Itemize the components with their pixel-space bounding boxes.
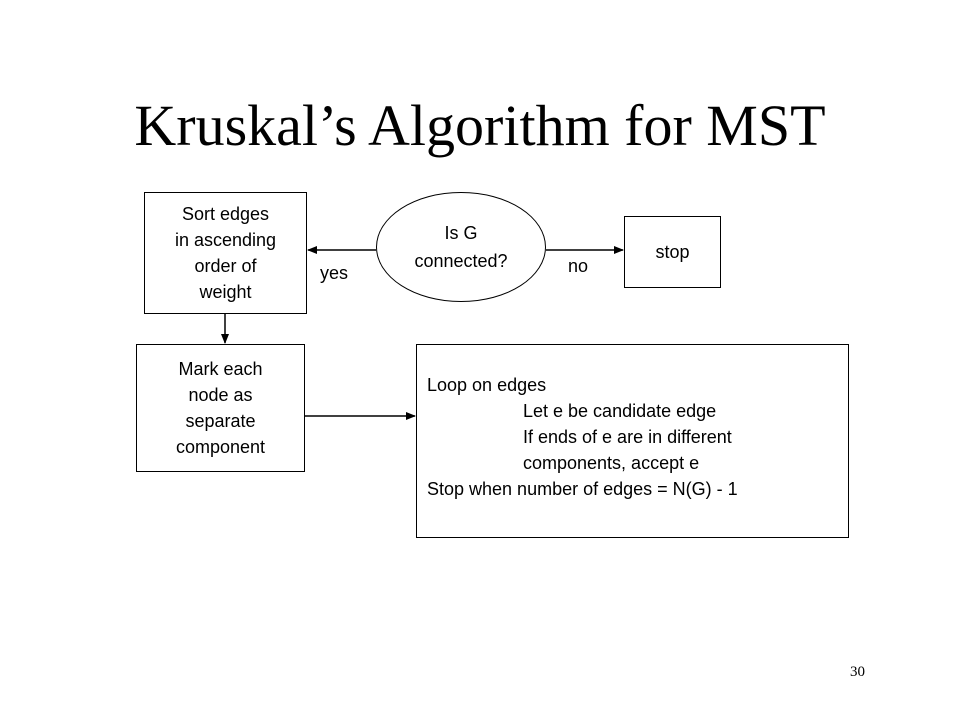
mark-components-line: node as [188,385,253,405]
sort-edges-line: weight [199,282,252,302]
decision-line: connected? [414,251,508,271]
stop-box: stop [624,216,721,288]
loop-line: If ends of e are in different [523,427,732,447]
mark-components-line: component [175,437,266,457]
mark-components-line: separate [185,411,256,431]
mark-components-line: Mark each [178,359,263,379]
edge-loop-box: Loop on edges Let e be candidate edge If… [416,344,849,538]
decision-line: Is G [444,223,478,243]
no-edge-label: no [568,256,589,276]
loop-line: Loop on edges [427,375,547,395]
sort-edges-line: order of [194,256,257,276]
page-number: 30 [850,664,865,680]
loop-line: components, accept e [523,453,700,473]
sort-edges-line: in ascending [174,230,277,250]
slide-title: Kruskal’s Algorithm for MST [134,93,826,158]
connected-decision-node: Is G connected? [376,192,546,302]
mark-components-box: Mark each node as separate component [136,344,305,472]
loop-line: Stop when number of edges = N(G) - 1 [427,479,738,499]
yes-edge-label: yes [320,263,349,283]
loop-line: Let e be candidate edge [523,401,717,421]
sort-edges-line: Sort edges [181,204,270,224]
sort-edges-box: Sort edges in ascending order of weight [144,192,307,314]
stop-label: stop [655,242,690,262]
